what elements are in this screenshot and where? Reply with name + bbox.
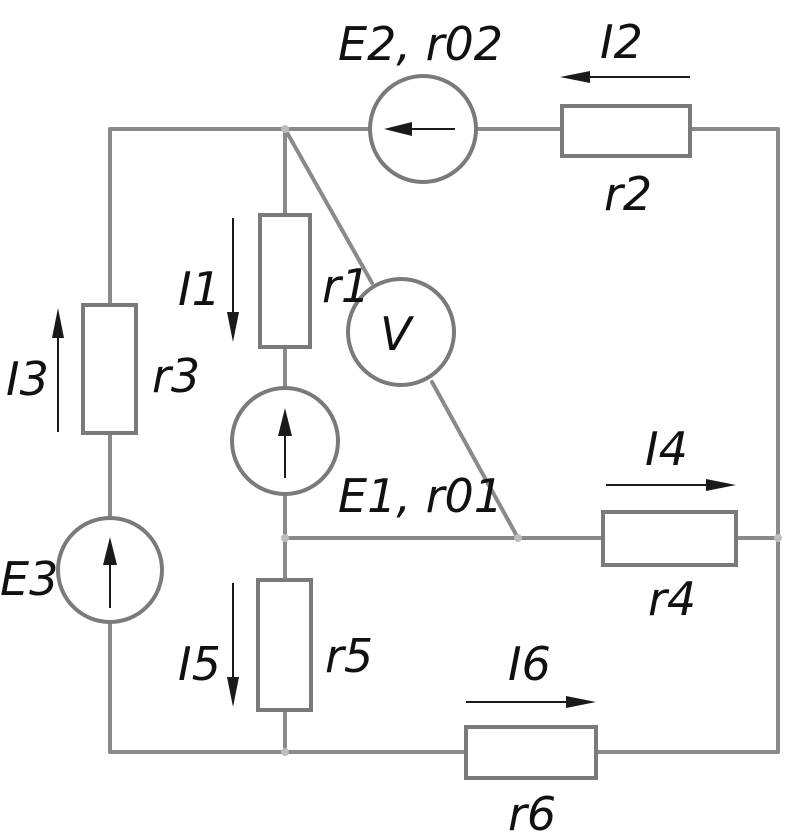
- arrow-down-icon: [227, 677, 239, 707]
- source-e3: [56, 516, 164, 624]
- wires: [108, 127, 780, 754]
- label-r5: r5: [325, 629, 373, 683]
- current-arrow-i6: [466, 696, 596, 708]
- label-r2: r2: [604, 167, 652, 221]
- source-e2: [368, 74, 478, 184]
- label-e3: E3: [0, 552, 58, 606]
- current-arrow-i4: [606, 479, 736, 491]
- resistor-r4: [601, 510, 738, 567]
- current-arrow-i5: [227, 583, 239, 707]
- node-bottom: [281, 748, 289, 756]
- arrow-left-icon: [384, 122, 412, 136]
- node-middle-center: [514, 534, 522, 542]
- current-arrow-i3: [52, 308, 64, 432]
- label-i6: I6: [508, 637, 551, 691]
- arrow-left-icon: [560, 71, 590, 83]
- voltmeter-circle: [346, 277, 456, 387]
- label-e2: E2, r02: [338, 17, 503, 71]
- label-i1: I1: [178, 262, 221, 316]
- label-i4: I4: [645, 422, 688, 476]
- source-e1: [230, 386, 340, 496]
- node-middle-right: [774, 534, 782, 542]
- arrow-up-icon: [278, 408, 292, 436]
- resistor-r1: [258, 213, 312, 349]
- resistor-r5: [256, 578, 313, 712]
- voltmeter: [346, 277, 456, 387]
- current-arrow-i2: [560, 71, 690, 83]
- arrow-right-icon: [706, 479, 736, 491]
- current-arrow-i1: [227, 218, 239, 342]
- wire-voltmeter-top: [283, 127, 374, 285]
- wire-voltmeter-bottom: [430, 380, 520, 540]
- label-e1: E1, r01: [338, 469, 503, 523]
- nodes: [281, 125, 782, 756]
- arrow-right-icon: [566, 696, 596, 708]
- label-r4: r4: [648, 572, 696, 626]
- label-i5: I5: [178, 637, 221, 691]
- label-i3: I3: [6, 352, 49, 406]
- resistor-r3: [81, 303, 138, 435]
- label-v: V: [380, 307, 415, 361]
- arrow-down-icon: [227, 312, 239, 342]
- label-r1: r1: [322, 259, 370, 313]
- label-r3: r3: [152, 349, 200, 403]
- label-r6: r6: [508, 787, 556, 837]
- node-middle-left: [281, 534, 289, 542]
- resistor-r6: [464, 725, 598, 780]
- resistor-r2: [560, 104, 692, 158]
- arrow-up-icon: [103, 537, 117, 565]
- arrow-up-icon: [52, 308, 64, 338]
- node-top: [281, 125, 289, 133]
- label-i2: I2: [600, 15, 643, 69]
